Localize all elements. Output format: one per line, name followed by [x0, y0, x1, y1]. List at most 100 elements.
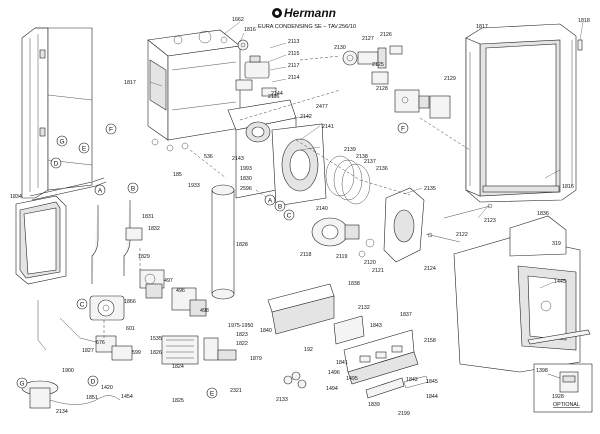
part-label: 1827: [82, 348, 94, 354]
part-label: 496: [176, 288, 185, 294]
part-label: 1495: [346, 376, 358, 382]
callout-b-top: B: [127, 182, 139, 194]
gas-valve-assembly: [235, 39, 277, 97]
combustion-chamber-box: [147, 29, 241, 152]
part-label: 1839: [368, 402, 380, 408]
trim-strip: [527, 329, 591, 345]
part-label: 1837: [400, 312, 412, 318]
part-label: 1398: [536, 368, 548, 374]
part-number-labels: 1662 1816 2113 2115 2117 2116 2114 2144 …: [10, 17, 590, 417]
part-label: 1838: [348, 281, 360, 287]
svg-text:E: E: [82, 146, 87, 153]
part-label: 1828: [236, 242, 248, 248]
part-label: 1831: [142, 214, 154, 220]
part-label: 1494: [326, 386, 338, 392]
part-label: 2477: [316, 104, 328, 110]
part-label: 2321: [230, 388, 242, 394]
front-panel: [453, 215, 581, 373]
part-label: 1843: [370, 323, 382, 329]
part-label: 2129: [444, 76, 456, 82]
part-label: 2122: [456, 232, 468, 238]
part-label: 1836: [537, 211, 549, 217]
callout-markers: A B G D E F A B: [16, 122, 409, 399]
part-label: 1866: [124, 299, 136, 305]
part-label: 1535: [150, 336, 162, 342]
assembly-guide-lines: [103, 55, 471, 340]
part-label: 2138: [356, 154, 368, 160]
part-label: 1879: [250, 356, 262, 362]
control-cover: [365, 375, 429, 399]
svg-text:B: B: [131, 186, 135, 193]
part-label: 1933: [188, 183, 200, 189]
svg-text:A: A: [268, 198, 273, 205]
fan-assembly: [311, 217, 360, 247]
part-label: 2139: [344, 147, 356, 153]
part-label: 185: [173, 172, 182, 178]
part-label: 1816: [244, 27, 256, 33]
part-label: 319: [552, 241, 561, 247]
supply-pipe-a: [91, 205, 99, 284]
optional-label: OPTIONAL: [553, 402, 580, 408]
part-label: 2142: [300, 114, 312, 120]
control-panel-housing: [343, 329, 419, 385]
lower-pipes: [37, 300, 133, 361]
callout-e-lower: E: [206, 387, 218, 399]
part-label: 192: [304, 347, 313, 353]
part-label: 2130: [334, 45, 346, 51]
part-label: 1832: [148, 226, 160, 232]
part-label: 2121: [372, 268, 384, 274]
part-label: 2118: [300, 252, 311, 258]
part-label: 1662: [232, 17, 244, 23]
part-label: 2199: [398, 411, 410, 417]
svg-text:B: B: [278, 204, 282, 211]
part-label: 599: [132, 350, 141, 356]
part-label: 1420: [101, 385, 113, 391]
part-label: 1830: [240, 176, 252, 182]
part-label: 2136: [376, 166, 388, 172]
control-board: [333, 315, 365, 345]
svg-text:E: E: [210, 391, 215, 398]
part-label: 1823: [236, 332, 248, 338]
part-label: 676: [96, 340, 105, 346]
expansion-vessel: [15, 195, 67, 285]
svg-text:C: C: [80, 302, 85, 309]
part-label: 1928: [552, 394, 564, 400]
part-label: 1844: [426, 394, 438, 400]
part-label: 2124: [424, 266, 436, 272]
callout-g-lower: G: [16, 377, 28, 389]
part-label: 1824: [172, 364, 184, 370]
callout-c-lower: C: [76, 298, 88, 310]
part-label: 2134: [56, 409, 68, 415]
part-label: 1454: [121, 394, 133, 400]
part-label: 498: [200, 308, 209, 314]
part-label: 2119: [336, 254, 347, 260]
part-label: 2115: [288, 51, 299, 57]
part-label: 1817: [124, 80, 136, 86]
part-label: 1840: [260, 328, 272, 334]
electrode-rod: [425, 203, 493, 243]
brand-name: Hermann: [284, 6, 336, 20]
svg-text:D: D: [91, 379, 96, 386]
part-label: 1841: [336, 360, 348, 366]
svg-text:G: G: [59, 139, 64, 146]
callout-f-right: F: [397, 122, 409, 134]
callout-g-upper: G: [56, 135, 68, 147]
storage-tank-cylinder: [211, 184, 235, 300]
svg-text:G: G: [19, 381, 24, 388]
callout-f-upper: F: [105, 123, 117, 135]
part-label: 601: [126, 326, 135, 332]
callout-d-upper: D: [50, 157, 62, 169]
part-label: 1826: [150, 350, 162, 356]
part-label: 2132: [358, 305, 370, 311]
part-label: 1834: [10, 194, 22, 200]
gasket-ring: [365, 238, 375, 248]
part-label: 2128: [376, 86, 388, 92]
part-label: 1825: [172, 398, 184, 404]
svg-text:D: D: [54, 161, 59, 168]
part-label: 536: [204, 154, 213, 160]
callout-d-lower: D: [87, 375, 99, 387]
model-line: EURA CONDENSING SE – TAV.256/10: [258, 24, 356, 30]
part-label: 1993: [240, 166, 252, 172]
optional-kit-box: OPTIONAL: [533, 363, 593, 413]
